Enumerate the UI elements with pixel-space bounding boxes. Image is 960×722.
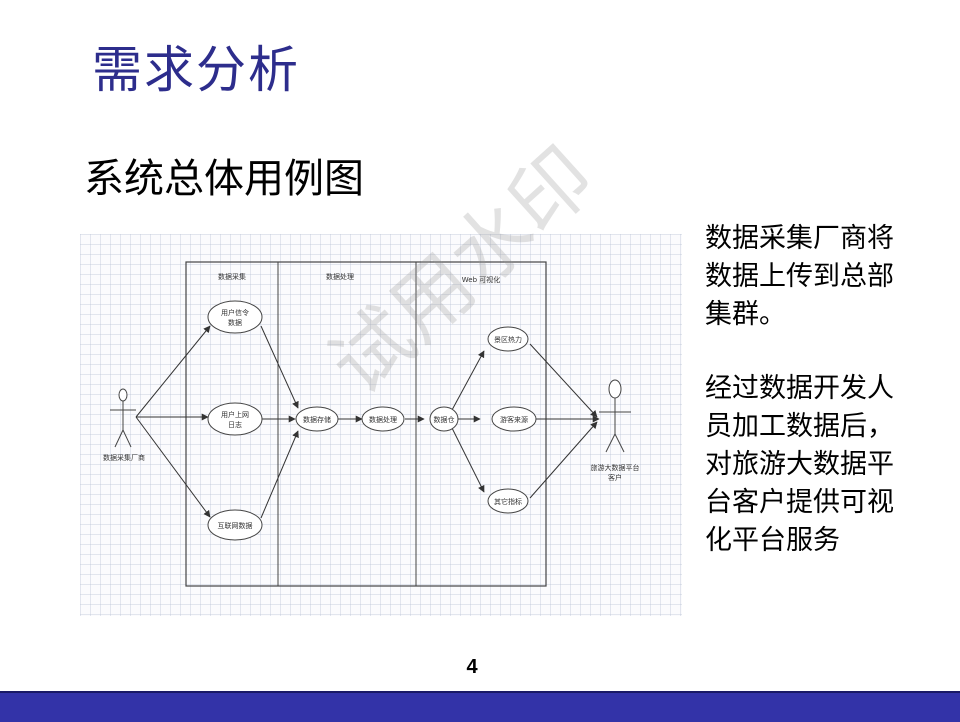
usecase-weblog (207, 402, 263, 436)
usecase-internet-label: 互联网数据 (218, 521, 253, 530)
actor-right-label-2: 客户 (608, 473, 622, 482)
usecase-signal-label-1: 用户信令 (221, 308, 249, 317)
use-case-svg: 数据采集 数据处理 Web 可视化 数据采集厂商 旅游大数据平台 客户 (103, 261, 640, 587)
usecase-warehouse-label: 数据仓 (434, 415, 455, 424)
lane-header-web: Web 可视化 (462, 275, 501, 284)
footer-bar (0, 691, 960, 722)
usecase-weblog-label-1: 用户上网 (221, 410, 249, 419)
usecase-signal (207, 300, 263, 334)
actor-left-label: 数据采集厂商 (103, 453, 145, 462)
usecase-other-label: 其它指标 (494, 497, 522, 506)
actor-right (599, 379, 631, 453)
actor-right-label-1: 旅游大数据平台 (591, 463, 640, 472)
side-text-service: 经过数据开发人员加工数据后，对旅游大数据平台客户提供可视化平台服务 (705, 373, 894, 556)
usecase-internet (207, 509, 263, 541)
usecase-other (487, 488, 529, 514)
page-number: 4 (466, 656, 478, 678)
use-case-diagram: 数据采集 数据处理 Web 可视化 数据采集厂商 旅游大数据平台 客户 (80, 234, 682, 616)
side-text-upload: 数据采集厂商将数据上传到总部集群。 (705, 223, 894, 330)
lane-header-processing: 数据处理 (326, 272, 354, 281)
usecase-signal-label-2: 数据 (228, 318, 242, 327)
relations (135, 325, 600, 519)
usecase-storage (295, 406, 339, 432)
slide-subtitle: 系统总体用例图 (84, 156, 364, 202)
actor-left (110, 388, 136, 448)
usecase-processing (361, 406, 405, 432)
slide-title: 需求分析 (92, 41, 300, 99)
usecase-warehouse (429, 406, 459, 432)
usecase-source (491, 406, 537, 432)
usecase-processing-label: 数据处理 (369, 415, 397, 424)
system-boundary (185, 261, 547, 587)
usecase-source-label: 游客来源 (500, 415, 528, 424)
usecase-weblog-label-2: 日志 (228, 420, 242, 429)
usecase-attraction (487, 326, 529, 352)
lane-header-collection: 数据采集 (218, 272, 246, 281)
usecase-attraction-label: 景区热力 (494, 335, 522, 344)
usecase-storage-label: 数据存储 (303, 415, 331, 424)
